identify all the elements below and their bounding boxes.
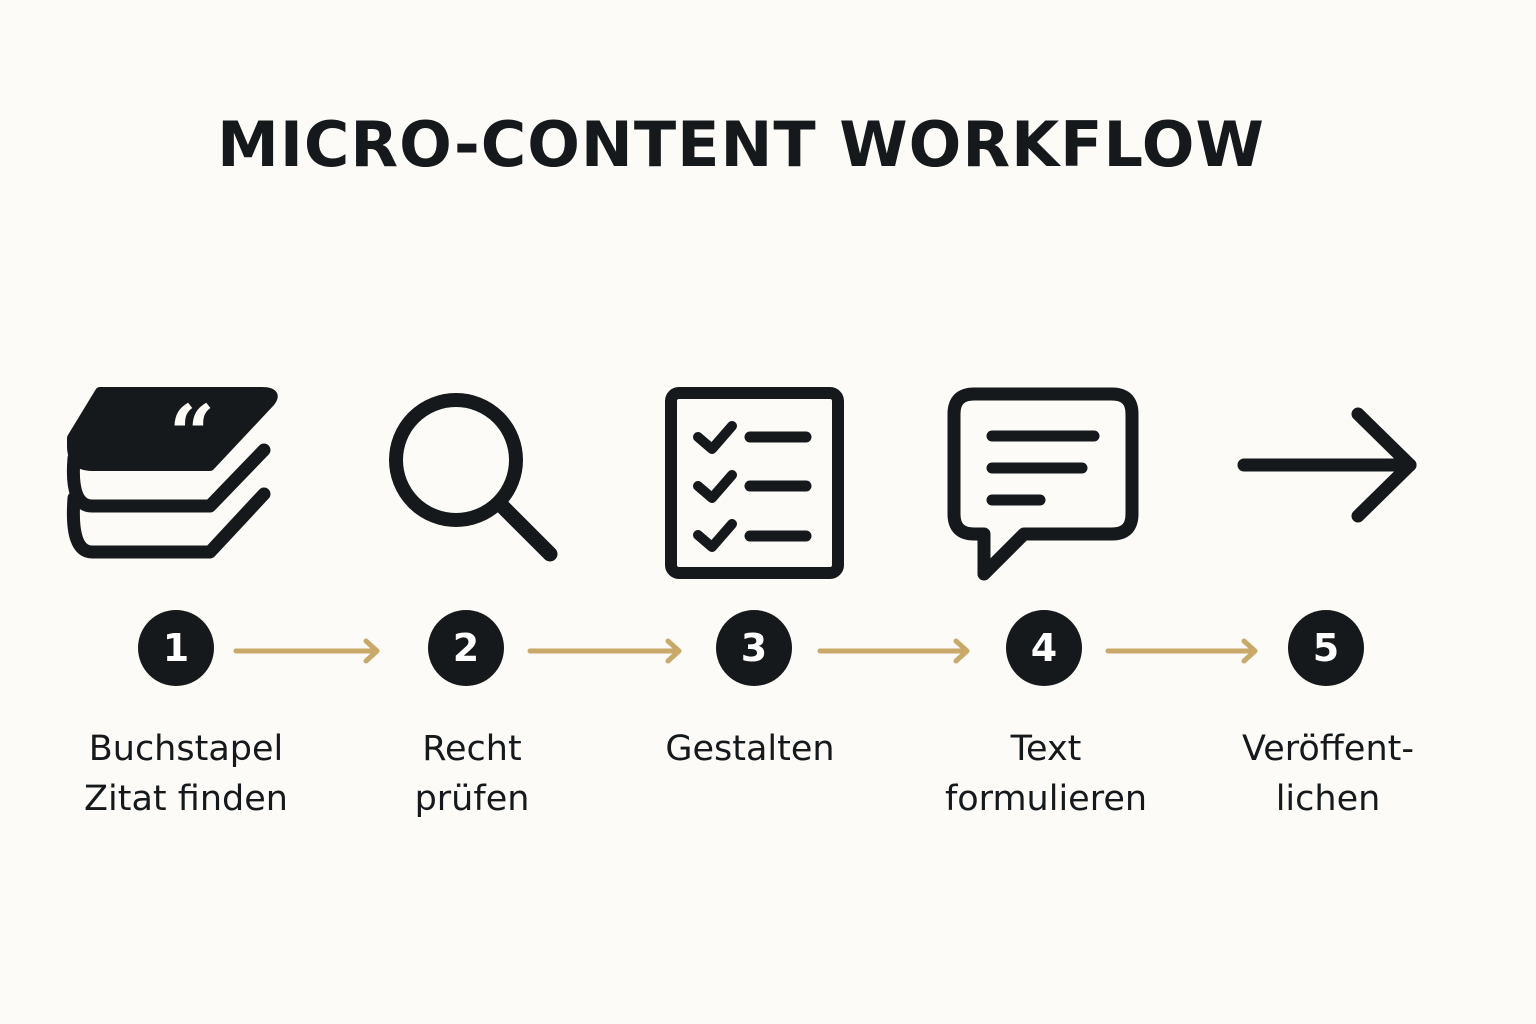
step-5-label: Veröffent- lichen <box>1188 724 1468 824</box>
step-3-number: 3 <box>716 610 792 686</box>
svg-text:“: “ <box>169 387 215 481</box>
speech-bubble-icon <box>947 387 1139 581</box>
step-2-label: Recht prüfen <box>332 724 612 824</box>
step-3-label: Gestalten <box>610 724 890 774</box>
book-stack-quote-icon: “ <box>66 387 278 559</box>
step-2-number: 2 <box>428 610 504 686</box>
arrow-right-icon <box>1237 407 1417 523</box>
step-2-label-line-2: prüfen <box>414 779 530 819</box>
step-4-label-line-2: formulieren <box>944 779 1148 819</box>
magnifier-icon <box>389 393 558 562</box>
step-1-label-line-2: Zitat finden <box>84 779 288 819</box>
diagram-title: MICRO-CONTENT WORKFLOW <box>217 108 1265 181</box>
step-4-label-line-1: Text <box>1010 729 1082 769</box>
step-1-number: 1 <box>138 610 214 686</box>
connector-arrow-4-5 <box>1105 638 1258 664</box>
step-1-label: Buchstapel Zitat finden <box>46 724 326 824</box>
step-3-label-line-1: Gestalten <box>665 729 835 769</box>
step-4-label: Text formulieren <box>906 724 1186 824</box>
step-5-number: 5 <box>1288 610 1364 686</box>
connector-arrow-2-3 <box>527 638 682 664</box>
connector-arrow-1-2 <box>233 638 380 664</box>
connector-arrow-3-4 <box>817 638 970 664</box>
step-5-label-line-1: Veröffent- <box>1242 729 1414 769</box>
step-1-label-line-1: Buchstapel <box>88 729 284 769</box>
step-2-label-line-1: Recht <box>422 729 522 769</box>
step-4-number: 4 <box>1006 610 1082 686</box>
step-5-label-line-2: lichen <box>1275 779 1381 819</box>
checklist-icon <box>665 387 844 579</box>
